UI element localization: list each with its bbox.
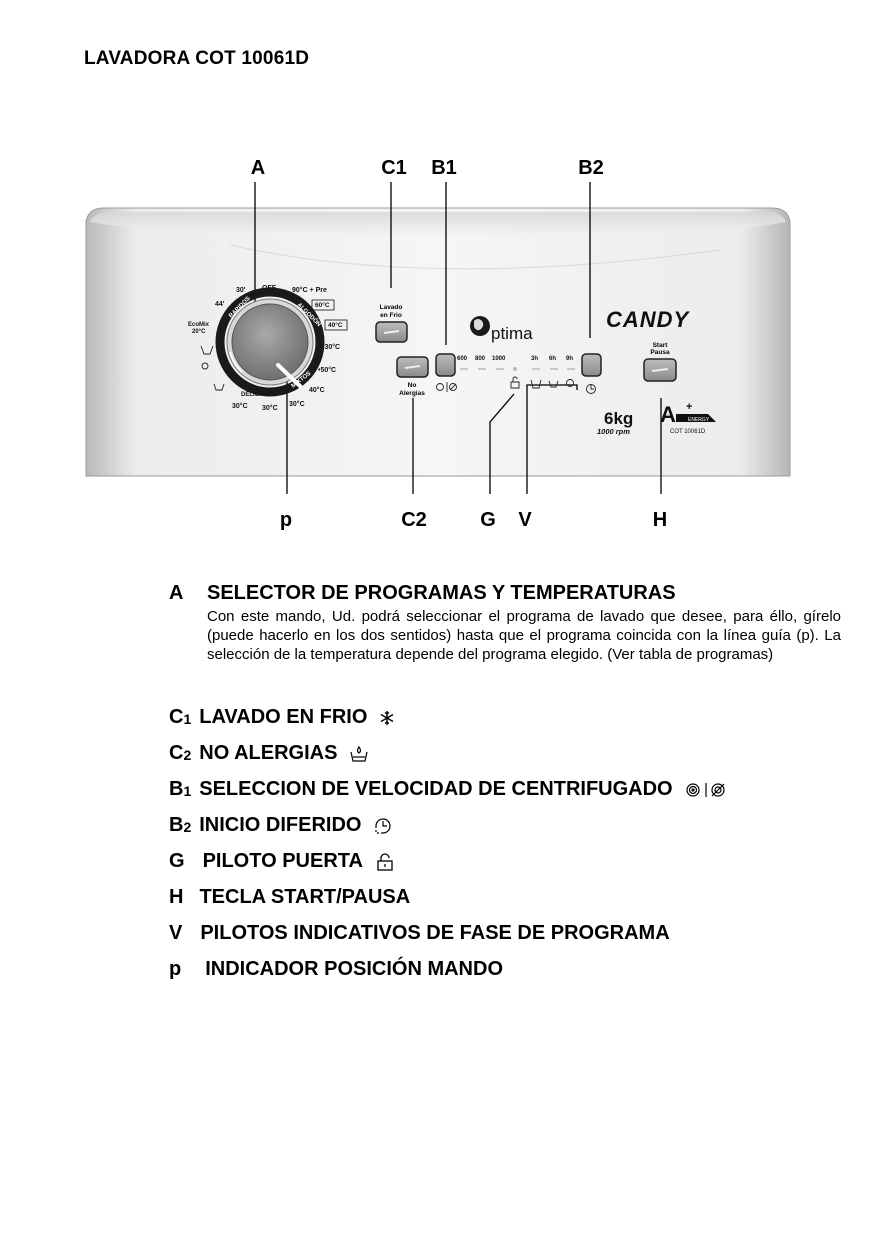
delay-clock-icon-panel — [586, 384, 596, 394]
panel-top-rim — [90, 212, 786, 237]
spin-icon — [685, 781, 729, 799]
section-a-body: Con este mando, Ud. podrá seleccionar el… — [207, 608, 841, 663]
callout-h: H — [652, 509, 668, 531]
dial-30min-label: 30' — [236, 287, 246, 294]
legend-item-g: G PILOTO PUERTA — [169, 850, 395, 873]
optima-logo: ptima — [470, 316, 533, 343]
rpm-label: 1000 rpm — [597, 427, 630, 436]
legend-code: B2 — [169, 814, 192, 836]
legend-label: NO ALERGIAS — [199, 742, 338, 764]
callout-a: A — [250, 157, 266, 179]
dial-30c-label: 30°C — [262, 404, 278, 412]
cold-wash-label-2: en Frio — [380, 312, 402, 319]
cold-wash-label-1: Lavado — [380, 304, 403, 311]
dial-60-label: 60°C — [315, 301, 330, 309]
callout-g: G — [480, 509, 496, 531]
dial-ecomix-temp: 20°C — [192, 329, 206, 335]
program-selector-dial — [215, 287, 325, 397]
legend-item-b1: B1 SELECCION DE VELOCIDAD DE CENTRIFUGAD… — [169, 778, 729, 801]
program-knob — [231, 303, 309, 381]
spin-speed-1000: 1000 — [492, 356, 506, 362]
legend-label: SELECCION DE VELOCIDAD DE CENTRIFUGADO — [199, 778, 673, 800]
dial-30b-label: 30°C — [289, 400, 305, 408]
section-a-heading: SELECTOR DE PROGRAMAS Y TEMPERATURAS — [207, 582, 676, 604]
legend-item-v: V PILOTOS INDICATIVOS DE FASE DE PROGRAM… — [169, 922, 670, 945]
document-title: LAVADORA COT 10061D — [84, 48, 310, 69]
start-label-1: Start — [653, 342, 669, 349]
dial-40a-label: 40°C — [328, 321, 343, 329]
rinse-phase-icon — [548, 380, 559, 388]
legend-item-b2: B2 INICIO DIFERIDO — [169, 814, 393, 837]
dial-delicados-label: DELICADOS — [241, 392, 276, 398]
tub-drop-icon — [349, 745, 369, 763]
callout-c2: C2 — [401, 509, 427, 531]
no-allergy-label-1: No — [408, 382, 417, 389]
dial-ecomix-label: EcoMix — [188, 322, 210, 328]
clock-icon — [373, 816, 393, 836]
hand-wash-icon — [200, 345, 214, 355]
energy-plus: + — [686, 401, 692, 413]
energy-class: A — [660, 402, 676, 427]
dial-30d-label: 30°C — [232, 402, 248, 410]
callout-p: p — [279, 509, 293, 531]
spin-icon-small — [201, 362, 209, 370]
section-a-letter: A — [169, 582, 184, 604]
snowflake-icon — [379, 710, 395, 726]
legend-label: LAVADO EN FRIO — [199, 706, 368, 728]
callout-b2: B2 — [578, 157, 604, 179]
cold-wash-button[interactable]: Lavado en Frio — [375, 304, 408, 343]
delay-start-button[interactable] — [581, 353, 602, 377]
wash-phase-icon — [530, 379, 542, 389]
dial-44min-label: 44' — [215, 301, 225, 308]
panel-body — [85, 207, 791, 477]
leader-lines — [254, 182, 662, 494]
dial-90pre-label: 90°C + Pre — [292, 286, 327, 294]
legend-item-h: H TECLA START/PAUSA — [169, 886, 410, 909]
legend-code: p — [169, 958, 182, 980]
delay-6h: 6h — [549, 356, 556, 362]
dial-off-label: OFF — [262, 285, 277, 292]
legend-label: PILOTO PUERTA — [202, 850, 363, 872]
no-allergy-label-2: Alergias — [399, 390, 425, 397]
delay-9h: 9h — [566, 356, 573, 362]
energy-word: ENERGY — [688, 417, 710, 423]
legend-label: TECLA START/PAUSA — [199, 886, 411, 908]
legend-code: C2 — [169, 742, 192, 764]
model-code-label: COT 10061D — [670, 429, 706, 435]
rinse-icon — [213, 383, 225, 391]
legend-label: INICIO DIFERIDO — [199, 814, 362, 836]
spin-speed-800: 800 — [475, 356, 486, 362]
optima-logo-text: ptima — [491, 324, 533, 343]
lock-icon — [375, 852, 395, 872]
legend-label: INDICADOR POSICIÓN MANDO — [205, 958, 504, 980]
legend-label: PILOTOS INDICATIVOS DE FASE DE PROGRAMA — [200, 922, 670, 944]
legend-item-p: p INDICADOR POSICIÓN MANDO — [169, 958, 503, 981]
dial-50-label: •50°C — [318, 366, 336, 374]
start-label-2: Pausa — [650, 349, 670, 356]
legend-code: V — [169, 922, 183, 944]
spin-speed-600: 600 — [457, 356, 468, 362]
legend-item-c1: C1 LAVADO EN FRIO — [169, 706, 395, 729]
spin-speed-button[interactable] — [435, 353, 457, 392]
callout-c1: C1 — [381, 157, 407, 179]
no-allergy-button[interactable]: No Alergias — [396, 356, 429, 397]
callout-b1: B1 — [431, 157, 457, 179]
callout-v: V — [518, 509, 532, 531]
start-pause-button[interactable]: Start Pausa — [643, 342, 677, 382]
spin-phase-icon — [566, 379, 574, 387]
dial-30a-label: •30°C — [322, 343, 340, 351]
door-lock-icon-panel — [510, 376, 520, 389]
control-panel-diagram: OFF 90°C + Pre 30' 44' EcoMix 20°C 60°C … — [85, 182, 791, 494]
candy-logo: CANDY — [606, 307, 691, 332]
legend-code: C1 — [169, 706, 192, 728]
legend-code: H — [169, 886, 184, 908]
legend-code: G — [169, 850, 185, 872]
legend-item-c2: C2 NO ALERGIAS — [169, 742, 369, 765]
capacity-label: 6kg — [604, 409, 633, 428]
legend-code: B1 — [169, 778, 192, 800]
delay-3h: 3h — [531, 356, 538, 362]
dial-40b-label: 40°C — [309, 386, 325, 394]
energy-label: A + ENERGY COT 10061D — [660, 401, 716, 435]
section-a: A SELECTOR DE PROGRAMAS Y TEMPERATURAS C… — [169, 582, 841, 664]
